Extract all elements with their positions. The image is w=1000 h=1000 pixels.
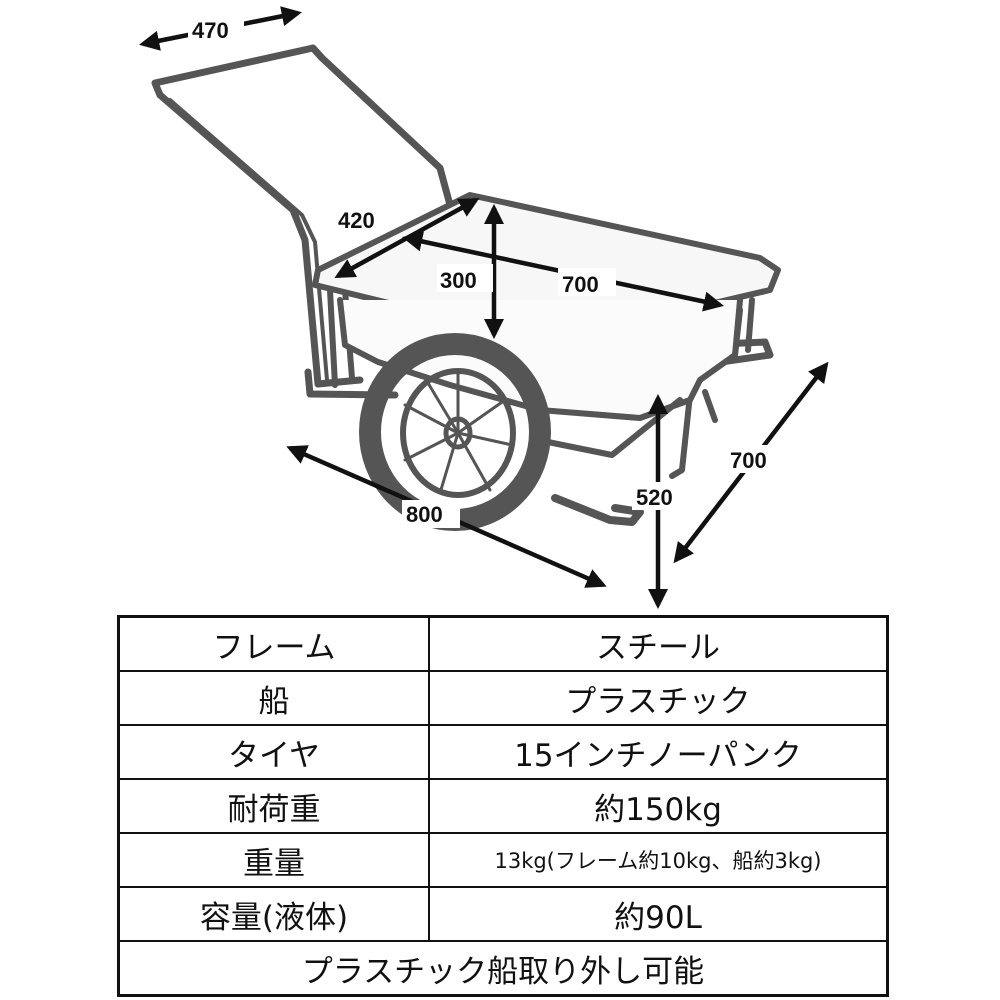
spec-value: 13kg(フレーム約10kg、船約3kg)	[428, 832, 889, 888]
table-row: フレーム スチール	[117, 615, 889, 672]
table-footer-row: プラスチック船取り外し可能	[117, 940, 889, 997]
spec-footer: プラスチック船取り外し可能	[117, 940, 889, 997]
spec-value: 約150kg	[428, 778, 889, 834]
spec-label: 重量	[117, 832, 430, 888]
label-overall-width: 700	[730, 448, 767, 473]
table-row: 重量 13kg(フレーム約10kg、船約3kg)	[117, 832, 889, 888]
label-handle-width: 470	[192, 18, 229, 43]
label-bed-length: 700	[562, 272, 599, 297]
spec-label: タイヤ	[117, 724, 430, 780]
spec-label: 船	[117, 670, 430, 726]
label-overall-length: 800	[406, 502, 443, 527]
dimension-label-backgrounds	[188, 16, 783, 528]
spec-label: フレーム	[117, 615, 430, 672]
spec-table: フレーム スチール 船 プラスチック タイヤ 15インチノーパンク 耐荷重 約1…	[117, 615, 889, 997]
cart-diagram: 470 420 300 700 800 700 520	[139, 6, 829, 610]
label-bed-depth: 300	[440, 268, 477, 293]
spec-label: 耐荷重	[117, 778, 430, 834]
cart-handle-inner	[168, 98, 329, 382]
spec-value: 約90L	[428, 886, 889, 942]
table-row: 耐荷重 約150kg	[117, 778, 889, 834]
label-bed-width: 420	[338, 208, 375, 233]
table-row: 容量(液体) 約90L	[117, 886, 889, 942]
spec-value: プラスチック	[428, 670, 889, 726]
cart-kickstand	[551, 494, 644, 526]
spec-value: 15インチノーパンク	[428, 724, 889, 780]
spec-label: 容量(液体)	[117, 886, 430, 942]
label-bed-height: 520	[636, 485, 673, 510]
table-row: タイヤ 15インチノーパンク	[117, 724, 889, 780]
cart-handle	[151, 44, 454, 388]
spec-value: スチール	[428, 615, 889, 672]
table-row: 船 プラスチック	[117, 670, 889, 726]
